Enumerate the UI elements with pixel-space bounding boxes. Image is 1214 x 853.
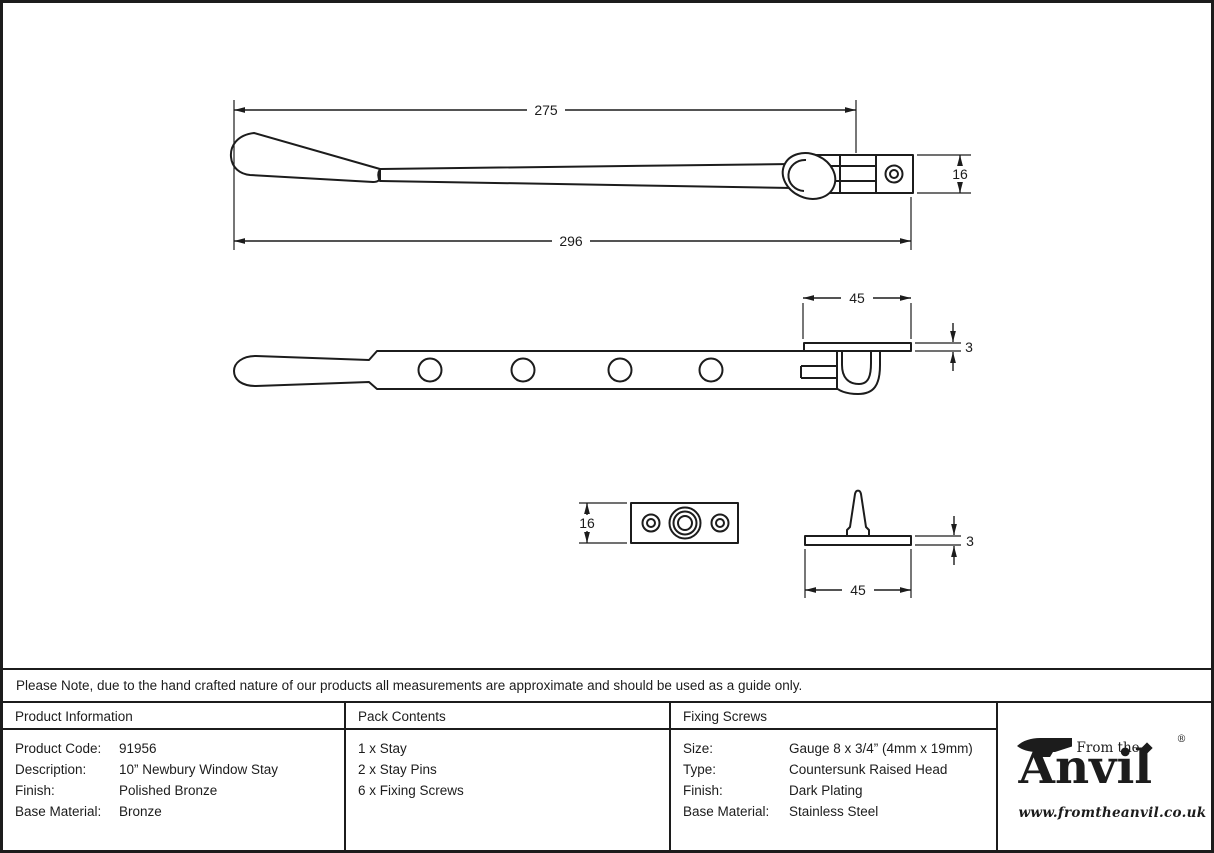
stay-pin-plate xyxy=(804,535,912,546)
table-row: Finish: Dark Plating xyxy=(683,784,996,798)
table-row: Size: Gauge 8 x 3/4” (4mm x 19mm) xyxy=(683,742,996,756)
stay-pin-cone xyxy=(846,489,870,537)
product-information-body: Product Code: 91956 Description: 10” New… xyxy=(3,730,344,819)
fixing-screws-header: Fixing Screws xyxy=(671,703,996,730)
spec-label: Type: xyxy=(683,762,717,777)
brand-logo-cell: Anvil From the ® www.fromtheanvil.co.uk xyxy=(998,703,1211,850)
technical-drawing-svg: 275 296 16 xyxy=(229,100,974,598)
dim-keeper-height: 16 xyxy=(579,515,595,531)
spec-label: Finish: xyxy=(15,783,55,798)
spec-label: Product Code: xyxy=(15,741,102,756)
table-row: Description: 10” Newbury Window Stay xyxy=(15,763,344,777)
fixing-screws-column: Fixing Screws Size: Gauge 8 x 3/4” (4mm … xyxy=(671,703,998,850)
product-information-header: Product Information xyxy=(3,703,344,730)
spec-value: Dark Plating xyxy=(789,783,863,798)
spec-value: Gauge 8 x 3/4” (4mm x 19mm) xyxy=(789,741,973,756)
dim-pin-plate-thickness: 3 xyxy=(966,533,974,549)
pack-contents-body: 1 x Stay 2 x Stay Pins 6 x Fixing Screws xyxy=(346,730,669,798)
anvil-icon xyxy=(1016,737,1072,757)
stay-hole xyxy=(510,357,536,383)
fixing-screws-body: Size: Gauge 8 x 3/4” (4mm x 19mm) Type: … xyxy=(671,730,996,819)
dim-plate-length-top: 45 xyxy=(849,290,865,306)
spec-value: 10” Newbury Window Stay xyxy=(119,762,279,777)
keeper-screw-hole xyxy=(641,513,661,533)
table-row: Finish: Polished Bronze xyxy=(15,784,344,798)
keeper-plate-outline xyxy=(630,502,739,544)
spec-label: Description: xyxy=(15,762,87,777)
spec-label: Size: xyxy=(683,741,714,756)
spec-value: Stainless Steel xyxy=(789,804,879,819)
bracket-screw-hole xyxy=(884,164,904,184)
pack-item: 1 x Stay xyxy=(358,741,407,756)
stay-handle-side xyxy=(229,132,381,183)
spec-table: Product Information Product Code: 91956 … xyxy=(3,703,1211,850)
table-row: Type: Countersunk Raised Head xyxy=(683,763,996,777)
bracket-plate-edge xyxy=(803,342,912,352)
spec-label: Base Material: xyxy=(683,804,770,819)
logo-website: www.fromtheanvil.co.uk xyxy=(1018,804,1207,821)
measurement-note-text: Please Note, due to the hand crafted nat… xyxy=(16,678,803,693)
stay-arm-side xyxy=(379,163,793,189)
keeper-screw-hole xyxy=(710,513,730,533)
table-row: Product Code: 91956 xyxy=(15,742,344,756)
dim-overall-length: 296 xyxy=(559,233,583,249)
measurement-note-row: Please Note, due to the hand crafted nat… xyxy=(3,668,1211,703)
dim-length-to-pivot: 275 xyxy=(534,102,558,118)
spec-value: Countersunk Raised Head xyxy=(789,762,948,777)
pack-item: 2 x Stay Pins xyxy=(358,762,437,777)
spec-value: Polished Bronze xyxy=(119,783,218,798)
registered-trademark: ® xyxy=(1176,733,1187,745)
stay-pin-view: 3 45 xyxy=(804,489,974,598)
table-row: Base Material: Stainless Steel xyxy=(683,805,996,819)
dim-plate-thickness-top: 3 xyxy=(965,339,973,355)
pack-contents-header: Pack Contents xyxy=(346,703,669,730)
dim-bracket-height: 16 xyxy=(952,166,968,182)
from-the-anvil-logo: Anvil From the ® www.fromtheanvil.co.uk xyxy=(1016,733,1207,821)
keep-hook xyxy=(832,351,881,395)
stay-hole xyxy=(607,357,633,383)
stay-hole xyxy=(417,357,443,383)
pack-item: 6 x Fixing Screws xyxy=(358,783,464,798)
dim-pin-plate-length: 45 xyxy=(850,582,866,598)
logo-tagline: From the xyxy=(1076,739,1140,756)
product-information-column: Product Information Product Code: 91956 … xyxy=(3,703,346,850)
keeper-plate-view: 16 xyxy=(575,502,739,544)
table-row: Base Material: Bronze xyxy=(15,805,344,819)
spec-value: 91956 xyxy=(119,741,157,756)
spec-label: Base Material: xyxy=(15,804,102,819)
pack-contents-column: Pack Contents 1 x Stay 2 x Stay Pins 6 x… xyxy=(346,703,671,850)
keeper-center-boss xyxy=(668,506,702,540)
spec-label: Finish: xyxy=(683,783,723,798)
stay-hole xyxy=(698,357,724,383)
stay-top-view: 45 3 xyxy=(233,290,973,395)
technical-drawing-area: 275 296 16 xyxy=(3,3,1211,668)
spec-value: Bronze xyxy=(119,804,162,819)
stay-side-view: 275 296 16 xyxy=(229,100,972,250)
